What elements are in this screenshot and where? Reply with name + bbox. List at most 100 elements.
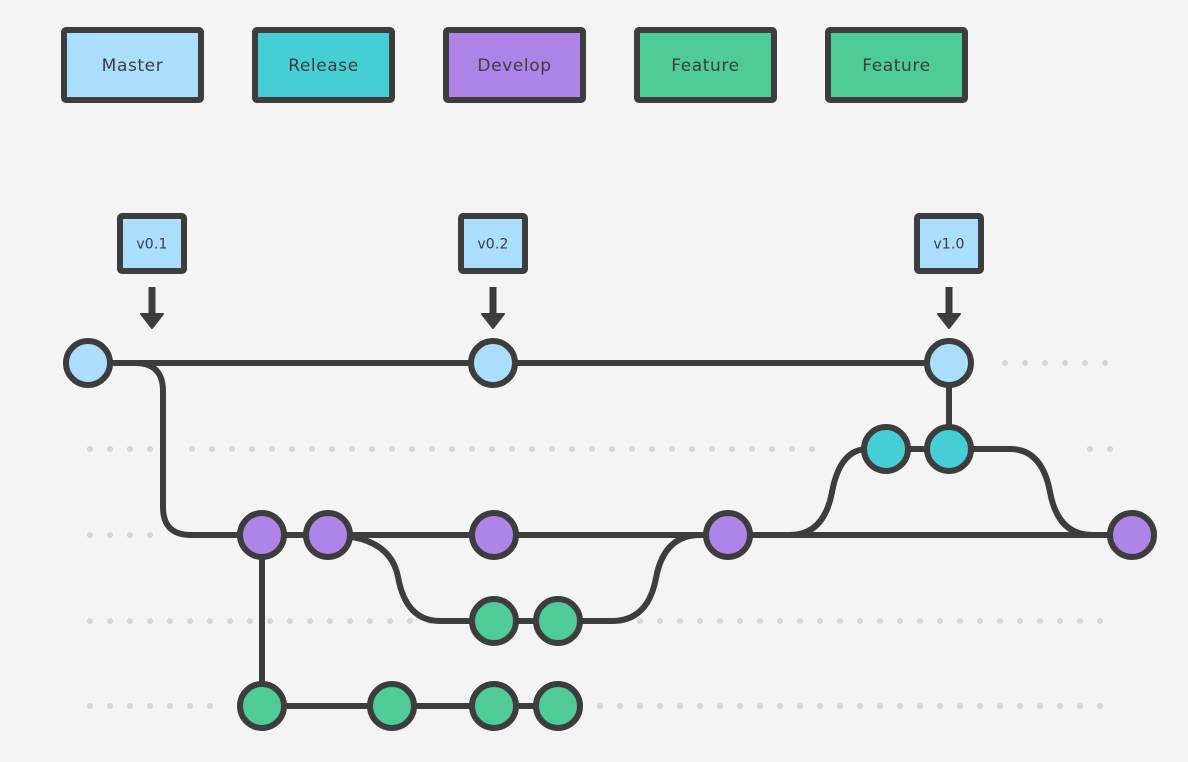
guide-dot (327, 618, 333, 624)
commit-nodes (63, 338, 1157, 731)
guide-dot (977, 703, 983, 709)
commit-node-fa2[interactable] (533, 596, 583, 646)
guide-dot (749, 446, 755, 452)
commit-node-r2[interactable] (924, 424, 974, 474)
guide-dot (757, 618, 763, 624)
guide-dot (189, 446, 195, 452)
guide-dot (917, 703, 923, 709)
guide-dot (127, 532, 133, 538)
guide-dot (757, 703, 763, 709)
commit-node-d1[interactable] (237, 510, 287, 560)
guide-dot (449, 446, 455, 452)
tag-box (458, 213, 528, 274)
legend-item-label: Release (288, 56, 359, 76)
commit-node-m2[interactable] (468, 338, 518, 388)
guide-dot (737, 618, 743, 624)
legend-item-feature-3[interactable]: Feature (634, 27, 777, 103)
guide-dot (717, 703, 723, 709)
edge-release-merge-develop (949, 446, 1132, 538)
guide-dot (229, 446, 235, 452)
edge-develop-to-featurea (327, 532, 494, 624)
guide-dot (957, 703, 963, 709)
guide-dot (529, 446, 535, 452)
lane-guide-release-3 (1087, 446, 1113, 452)
legend: Master Release Develop Feature Feature (61, 27, 968, 103)
guide-dot (877, 618, 883, 624)
guide-dot (227, 618, 233, 624)
guide-dot (777, 703, 783, 709)
commit-node-r1[interactable] (861, 424, 911, 474)
guide-dot (87, 446, 93, 452)
guide-dot (777, 618, 783, 624)
lane-guide-feature-b-7 (87, 703, 213, 709)
legend-item-label: Feature (671, 56, 739, 76)
guide-dot (857, 618, 863, 624)
legend-item-master-0[interactable]: Master (61, 27, 204, 103)
commit-node-d3[interactable] (469, 510, 519, 560)
commit-node-m3[interactable] (924, 338, 974, 388)
guide-dot (489, 446, 495, 452)
version-tag-v0.2[interactable]: v0.2 (458, 213, 528, 329)
guide-dot (207, 703, 213, 709)
tag-arrow-head (481, 313, 505, 329)
tag-arrow-head (937, 313, 961, 329)
lane-guide-feature-a-6 (597, 618, 1103, 624)
guide-dot (677, 618, 683, 624)
guide-dot (617, 703, 623, 709)
guide-dot (897, 703, 903, 709)
guide-dot (187, 703, 193, 709)
lane-guides (87, 360, 1113, 709)
guide-dot (127, 703, 133, 709)
legend-swatch (443, 27, 586, 103)
guide-dot (429, 446, 435, 452)
commit-node-d5[interactable] (1107, 510, 1157, 560)
commit-node-m1[interactable] (63, 338, 113, 388)
tag-arrow-head (140, 313, 164, 329)
edge-featurea-merge-develop (558, 532, 701, 624)
guide-dot (549, 446, 555, 452)
edge-master-to-develop-branch (110, 360, 262, 538)
guide-dot (797, 703, 803, 709)
commit-node-d4[interactable] (703, 510, 753, 560)
guide-dot (409, 446, 415, 452)
guide-dot (349, 446, 355, 452)
commit-node-fb4[interactable] (533, 681, 583, 731)
lane-guide-release-2 (189, 446, 815, 452)
guide-dot (637, 703, 643, 709)
guide-dot (147, 703, 153, 709)
legend-item-feature-4[interactable]: Feature (825, 27, 968, 103)
guide-dot (369, 446, 375, 452)
legend-item-release-1[interactable]: Release (252, 27, 395, 103)
guide-dot (147, 532, 153, 538)
commit-node-fb3[interactable] (469, 681, 519, 731)
guide-dot (637, 618, 643, 624)
commit-node-fb2[interactable] (367, 681, 417, 731)
guide-dot (389, 446, 395, 452)
guide-dot (937, 618, 943, 624)
commit-node-fb1[interactable] (237, 681, 287, 731)
guide-dot (917, 618, 923, 624)
version-tag-v0.1[interactable]: v0.1 (117, 213, 187, 329)
guide-dot (1082, 360, 1088, 366)
guide-dot (387, 618, 393, 624)
guide-dot (809, 446, 815, 452)
lane-guide-develop-4 (87, 532, 153, 538)
guide-dot (1107, 446, 1113, 452)
tag-label: v1.0 (933, 237, 964, 253)
commit-node-fa1[interactable] (469, 596, 519, 646)
version-tag-v1.0[interactable]: v1.0 (914, 213, 984, 329)
legend-item-label: Develop (477, 56, 551, 76)
guide-dot (837, 703, 843, 709)
guide-dot (87, 703, 93, 709)
legend-swatch (634, 27, 777, 103)
guide-dot (469, 446, 475, 452)
guide-dot (407, 618, 413, 624)
legend-item-develop-2[interactable]: Develop (443, 27, 586, 103)
guide-dot (977, 618, 983, 624)
commit-node-d2[interactable] (303, 510, 353, 560)
guide-dot (127, 446, 133, 452)
guide-dot (209, 446, 215, 452)
guide-dot (1077, 703, 1083, 709)
guide-dot (187, 618, 193, 624)
